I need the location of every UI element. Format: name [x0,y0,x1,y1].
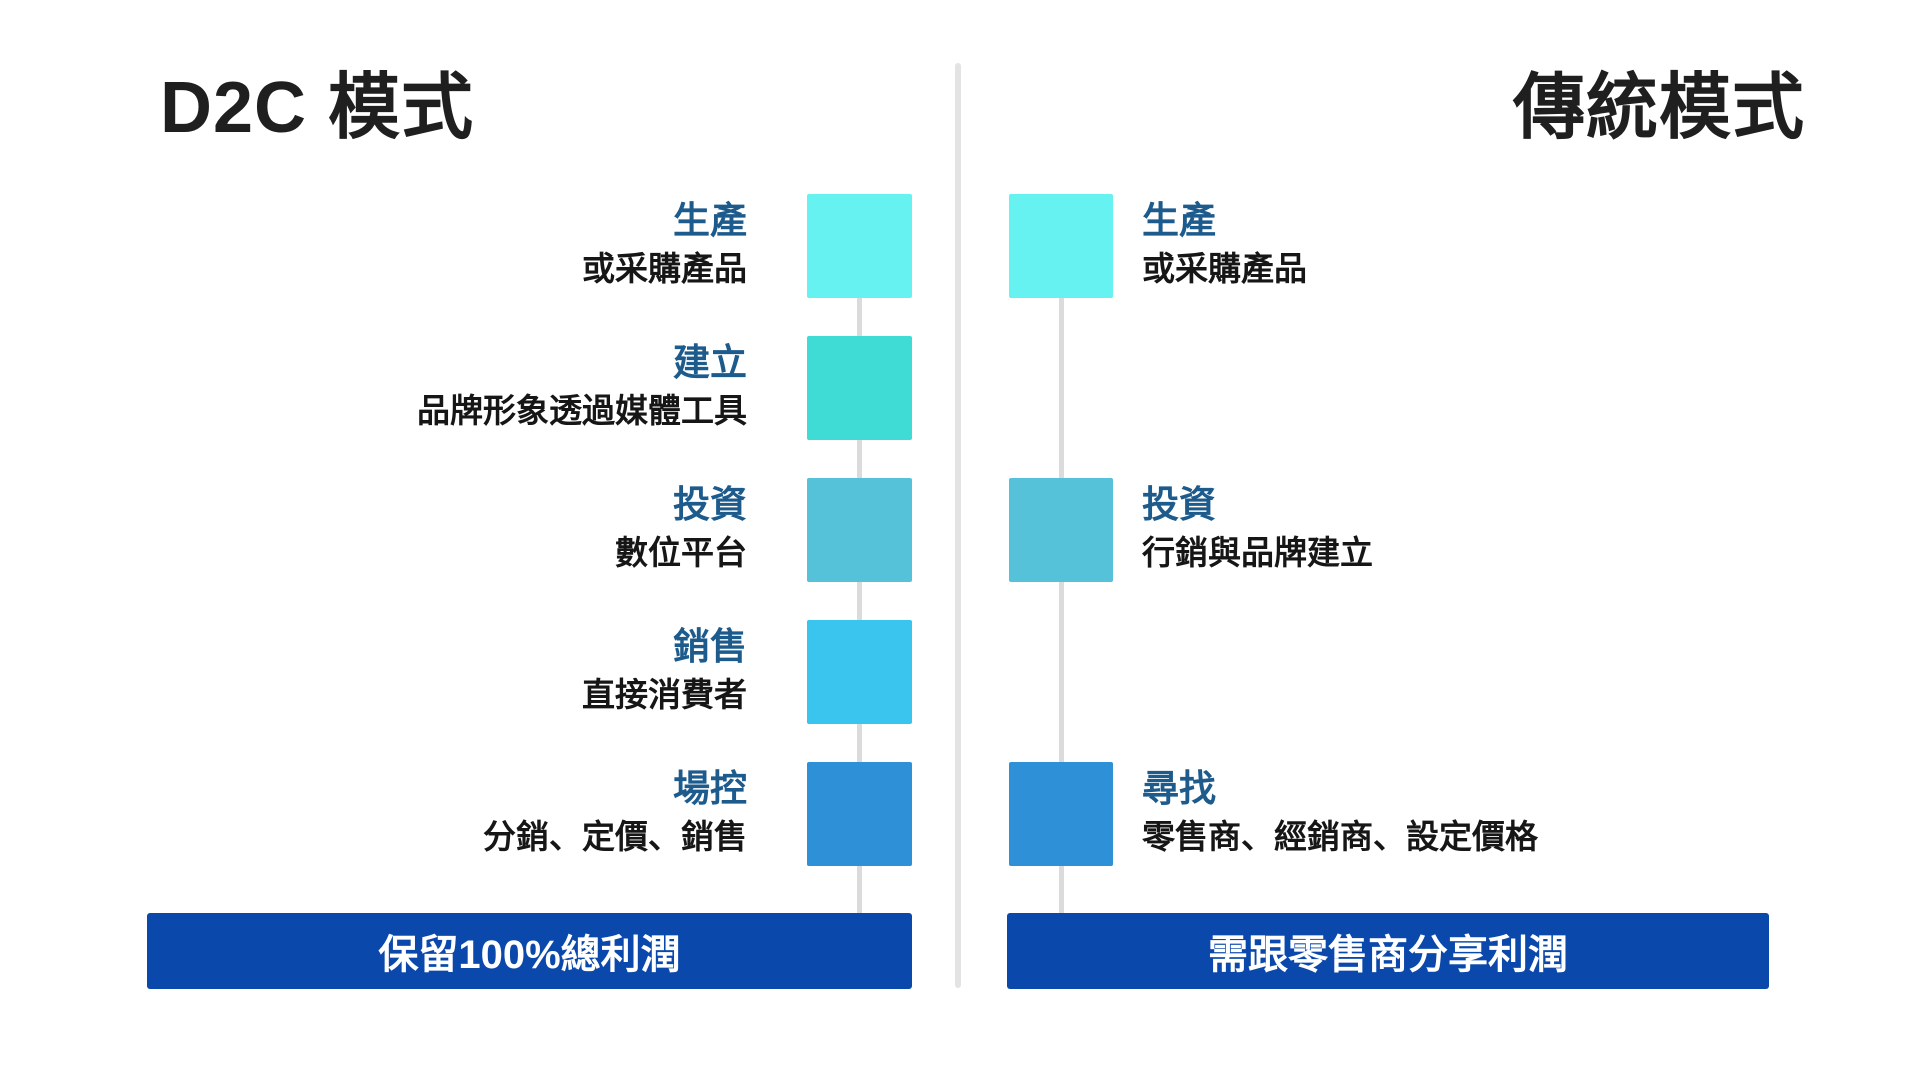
left-step-control-square [807,762,912,866]
left-panel-title: D2C 模式 [160,68,475,148]
step-title: 建立 [673,342,747,383]
right-step-production: 生產 或采購產品 [0,194,1920,298]
step-title: 投資 [1142,484,1216,525]
step-subtitle: 品牌形象透過媒體工具 [417,392,747,429]
step-title: 生產 [1142,200,1216,241]
step-subtitle: 直接消費者 [582,676,747,713]
right-step-production-text: 生產 或采購產品 [1142,196,1307,292]
right-footer-label: 需跟零售商分享利潤 [1208,933,1568,977]
left-step-invest-square [807,478,912,582]
step-subtitle: 或采購產品 [1142,250,1307,287]
step-subtitle: 數位平台 [615,534,747,571]
step-title: 銷售 [673,626,747,667]
left-step-production-square [807,194,912,298]
left-step-build: 建立 品牌形象透過媒體工具 [0,336,1920,440]
left-step-control: 場控 分銷、定價、銷售 [0,762,1920,866]
left-step-production-text: 生產 或采購產品 [582,196,747,292]
step-subtitle: 零售商、經銷商、設定價格 [1142,818,1538,855]
left-step-production: 生產 或采購產品 [0,194,1920,298]
right-step-invest-text: 投資 行銷與品牌建立 [1142,480,1373,576]
left-step-sell: 銷售 直接消費者 [0,620,1920,724]
right-step-find-square [1009,762,1113,866]
left-step-sell-square [807,620,912,724]
right-panel-title: 傳統模式 [1512,68,1805,148]
right-step-invest: 投資 行銷與品牌建立 [0,478,1920,582]
left-step-control-text: 場控 分銷、定價、銷售 [483,764,747,860]
right-footer-bar: 需跟零售商分享利潤 [1007,913,1769,989]
left-step-sell-text: 銷售 直接消費者 [582,622,747,718]
right-step-invest-square [1009,478,1113,582]
right-step-find-text: 尋找 零售商、經銷商、設定價格 [1142,764,1538,860]
step-subtitle: 或采購產品 [582,250,747,287]
left-step-build-square [807,336,912,440]
left-step-invest-text: 投資 數位平台 [615,480,747,576]
left-step-build-text: 建立 品牌形象透過媒體工具 [417,338,747,434]
right-step-find: 尋找 零售商、經銷商、設定價格 [0,762,1920,866]
left-step-invest: 投資 數位平台 [0,478,1920,582]
center-divider-line [955,63,961,988]
step-subtitle: 分銷、定價、銷售 [483,818,747,855]
left-footer-label: 保留100%總利潤 [378,933,681,977]
right-step-production-square [1009,194,1113,298]
left-footer-bar: 保留100%總利潤 [147,913,912,989]
step-title: 場控 [673,768,747,809]
step-title: 生產 [673,200,747,241]
step-title: 投資 [673,484,747,525]
step-subtitle: 行銷與品牌建立 [1142,534,1373,571]
step-title: 尋找 [1142,768,1216,809]
